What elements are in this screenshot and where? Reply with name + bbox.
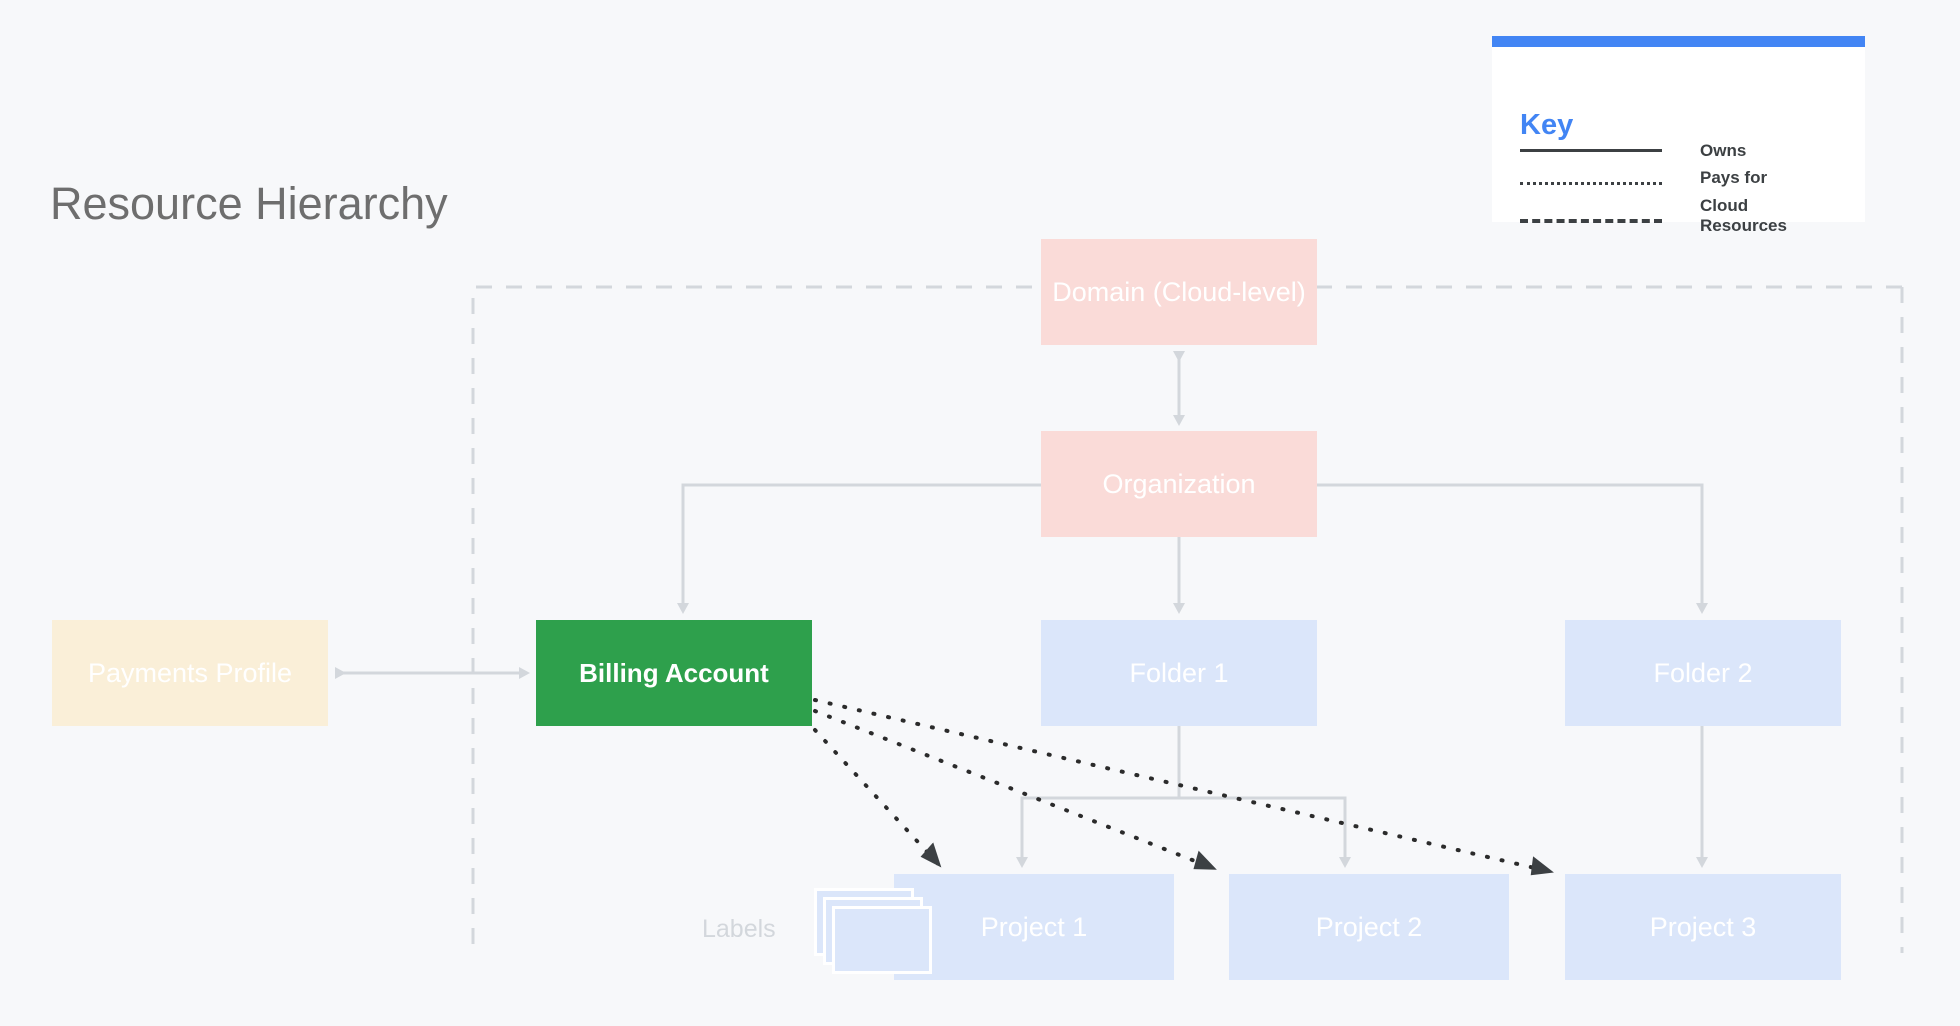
- node-project-3-label: Project 3: [1649, 911, 1757, 942]
- page-title: Resource Hierarchy: [50, 178, 448, 229]
- node-billing-account-label: Billing Account: [579, 657, 769, 688]
- node-organization[interactable]: Organization: [1041, 431, 1317, 537]
- node-billing-account[interactable]: Billing Account: [536, 620, 812, 726]
- node-project-3[interactable]: Project 3: [1565, 874, 1841, 980]
- legend-swatch-owns: [1520, 149, 1662, 152]
- node-folder-2[interactable]: Folder 2: [1565, 620, 1841, 726]
- node-project-1-label: Project 1: [980, 911, 1088, 942]
- legend-swatch-pays-for: [1520, 182, 1662, 185]
- node-project-1[interactable]: Project 1: [894, 874, 1174, 980]
- edge-folder1-project2: [1179, 796, 1351, 868]
- node-project-2[interactable]: Project 2: [1229, 874, 1509, 980]
- node-domain-label: Domain (Cloud-level): [1052, 276, 1306, 307]
- node-organization-label: Organization: [1102, 468, 1256, 499]
- edge-billing-project2: [813, 709, 1217, 871]
- node-folder-1[interactable]: Folder 1: [1041, 620, 1317, 726]
- node-payments-profile[interactable]: Payments Profile: [52, 620, 328, 726]
- edge-folder1-project1: [1016, 726, 1181, 868]
- cloud-resources-boundary: [471, 285, 1904, 953]
- edge-organization-billing: [677, 483, 1041, 614]
- legend-card: Key Owns Pays for Cloud Resources: [1492, 36, 1865, 235]
- node-folder-1-label: Folder 1: [1129, 657, 1229, 688]
- edge-billing-project3: [813, 698, 1554, 876]
- node-payments-profile-label: Payments Profile: [87, 657, 293, 688]
- legend-label-pays-for: Pays for: [1700, 168, 1768, 187]
- label-card-front: [832, 906, 932, 974]
- node-folder-2-label: Folder 2: [1653, 657, 1753, 688]
- legend-title: Key: [1520, 109, 1574, 141]
- labels-stack-icon: [814, 888, 934, 978]
- legend-label-cloud-resources: Cloud Resources: [1700, 196, 1787, 235]
- node-domain[interactable]: Domain (Cloud-level): [1041, 239, 1317, 345]
- legend-swatch-cloud-resources: [1520, 219, 1662, 223]
- legend-accent-bar: [1492, 36, 1865, 47]
- node-project-2-label: Project 2: [1315, 911, 1423, 942]
- edge-organization-folder2: [1317, 483, 1708, 614]
- legend-label-owns: Owns: [1700, 141, 1747, 160]
- labels-caption: Labels: [702, 915, 776, 943]
- edge-billing-project1: [813, 728, 942, 868]
